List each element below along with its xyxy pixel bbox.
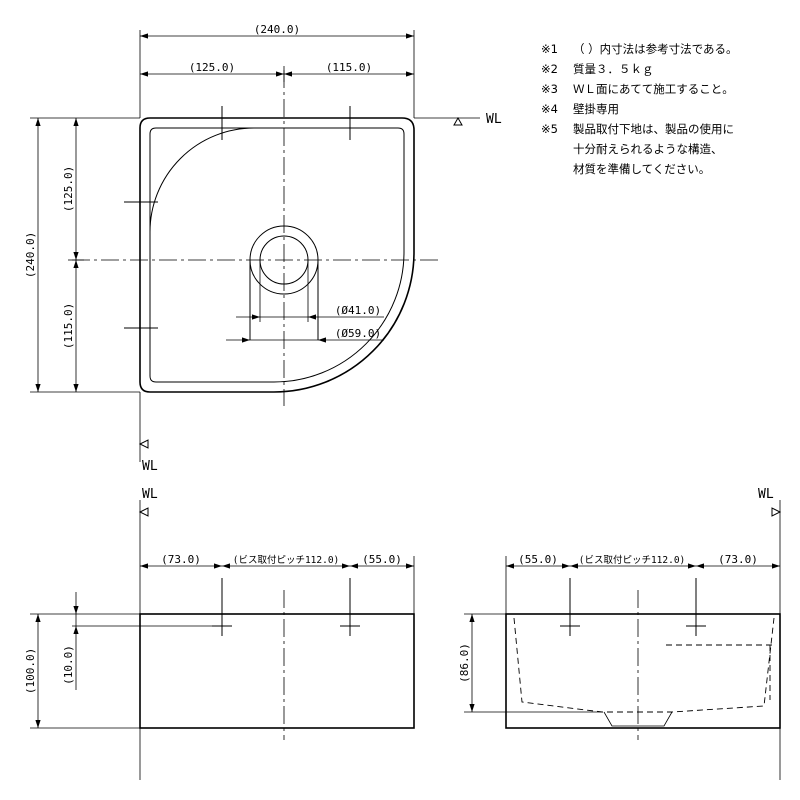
dim-front-screw-height: (10.0) <box>62 645 75 685</box>
note-3-mark: ※3 <box>541 82 558 96</box>
dim-front-height: (100.0) <box>24 648 37 694</box>
dimension-arrowhead <box>242 337 250 343</box>
note-5-text: 製品取付下地は、製品の使用に <box>573 122 734 136</box>
arrowheads <box>35 33 780 728</box>
notes-block: ※1 （ ）内寸法は参考寸法である。 ※2 質量３．５ｋｇ ※3 ＷＬ面にあてて… <box>541 42 738 176</box>
dim-width-left: (125.0) <box>189 61 235 74</box>
dimension-arrowhead <box>73 606 79 614</box>
plan-view: (240.0) (125.0) (115.0) (240.0) (125.0) … <box>24 23 502 474</box>
dimension-arrowhead <box>214 563 222 569</box>
front-body <box>139 613 415 729</box>
dimension-arrowhead <box>35 118 41 126</box>
dimension-arrowhead <box>318 337 326 343</box>
wl-label-side: WL <box>758 487 774 502</box>
dimension-arrowhead <box>342 563 350 569</box>
dimension-arrowhead <box>140 563 148 569</box>
dim-width-right: (115.0) <box>326 61 372 74</box>
note-5-mark: ※5 <box>541 122 558 136</box>
note-1-mark: ※1 <box>541 42 558 56</box>
note-4-mark: ※4 <box>541 102 558 116</box>
dimension-arrowhead <box>570 563 578 569</box>
dimension-arrowhead <box>469 614 475 622</box>
wl-label-front: WL <box>142 487 158 502</box>
dim-front-right: (55.0) <box>362 553 402 566</box>
front-view: WL (73.0) (ビス取付ピッチ112.0) (55.0) (100.0) … <box>24 487 415 780</box>
dim-depth-top: (125.0) <box>62 166 75 212</box>
side-bowl-hidden <box>513 617 775 713</box>
dimension-arrowhead <box>350 563 358 569</box>
note-4-text: 壁掛専用 <box>573 102 619 116</box>
dim-side-right: (73.0) <box>718 553 758 566</box>
note-7-text: 材質を準備してください。 <box>573 162 710 176</box>
dimension-arrowhead <box>73 384 79 392</box>
dim-front-left: (73.0) <box>161 553 201 566</box>
side-drain-outlet <box>603 711 673 727</box>
dimension-arrowhead <box>284 71 292 77</box>
dimension-arrowhead <box>222 563 230 569</box>
dim-drain-outer: (Ø59.0) <box>335 327 381 340</box>
dim-depth-bottom: (115.0) <box>62 303 75 349</box>
dim-side-depth: (86.0) <box>458 643 471 683</box>
wl-marker-front <box>138 507 149 517</box>
dimension-arrowhead <box>35 384 41 392</box>
dimension-arrowhead <box>73 252 79 260</box>
dimension-arrowhead <box>406 33 414 39</box>
wl-marker-plan-right <box>453 116 463 126</box>
dimension-arrowhead <box>73 626 79 634</box>
dimension-arrowhead <box>35 614 41 622</box>
dim-drain-inner: (Ø41.0) <box>335 304 381 317</box>
dimension-arrowhead <box>73 260 79 268</box>
wl-marker-side <box>771 507 782 517</box>
dimension-arrowhead <box>469 704 475 712</box>
dimension-arrowhead <box>308 314 316 320</box>
dimension-arrowhead <box>276 71 284 77</box>
note-2-mark: ※2 <box>541 62 558 76</box>
dimension-arrowhead <box>140 33 148 39</box>
dimension-arrowhead <box>35 720 41 728</box>
dim-side-pitch: (ビス取付ピッチ112.0) <box>579 555 686 566</box>
dimension-arrowhead <box>140 71 148 77</box>
dimension-arrowhead <box>73 118 79 126</box>
dimension-arrowhead <box>772 563 780 569</box>
dimension-arrowhead <box>506 563 514 569</box>
dim-width-overall: (240.0) <box>254 23 300 36</box>
dimension-arrowhead <box>562 563 570 569</box>
side-view: WL (55.0) (ビス取付ピッチ112.0) (73.0) (86.0) <box>458 487 782 780</box>
dimension-arrowhead <box>696 563 704 569</box>
note-3-text: ＷＬ面にあてて施工すること。 <box>573 82 734 96</box>
dimension-arrowhead <box>252 314 260 320</box>
dim-front-pitch: (ビス取付ピッチ112.0) <box>233 555 340 566</box>
wl-label-plan-right: WL <box>486 112 502 127</box>
plan-inner-outline <box>149 127 405 383</box>
plan-outer-outline <box>139 117 415 393</box>
note-1-text: （ ）内寸法は参考寸法である。 <box>573 42 738 56</box>
dim-depth-overall: (240.0) <box>24 232 37 278</box>
note-6-text: 十分耐えられるような構造、 <box>573 142 723 156</box>
wl-label-plan-bottom: WL <box>142 459 158 474</box>
side-body <box>505 613 781 729</box>
dimension-arrowhead <box>688 563 696 569</box>
dimension-arrowhead <box>406 563 414 569</box>
wl-marker-plan-bottom <box>138 439 149 449</box>
dimension-arrowhead <box>406 71 414 77</box>
dim-side-left: (55.0) <box>518 553 558 566</box>
plan-corner-arc <box>149 127 255 233</box>
note-2-text: 質量３．５ｋｇ <box>573 62 654 76</box>
